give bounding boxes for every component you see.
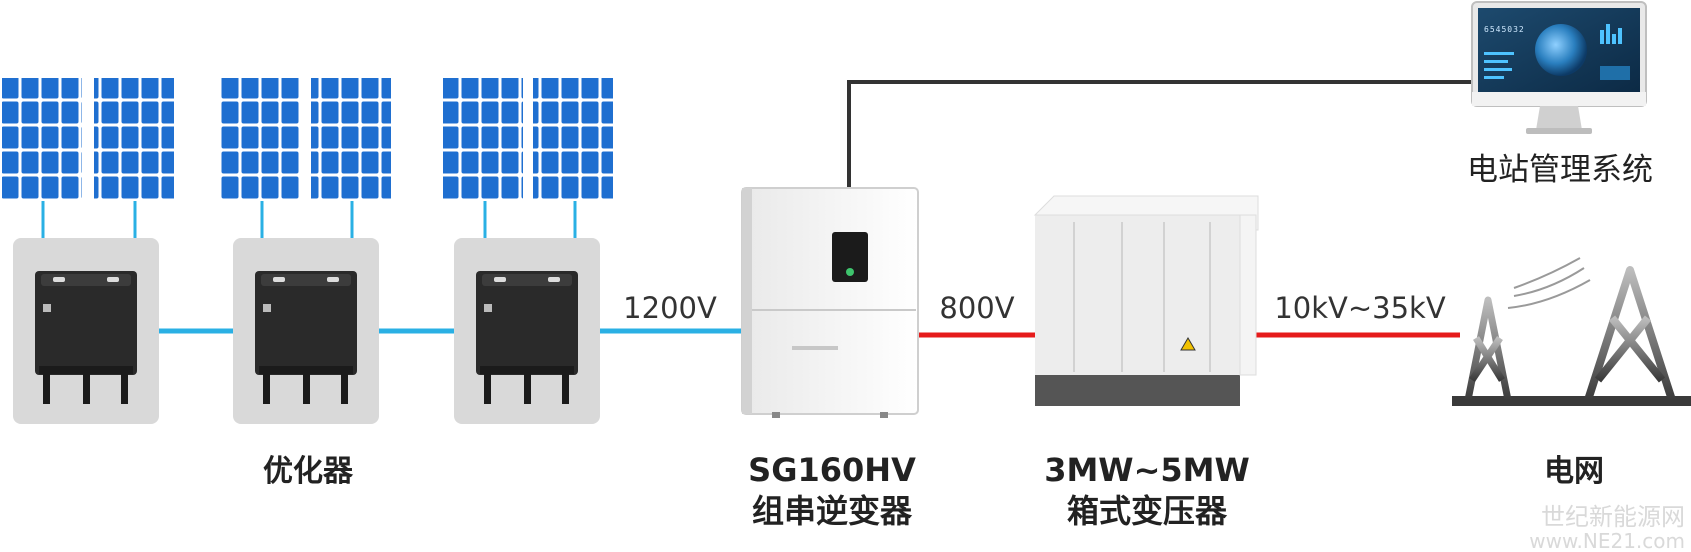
solar-panel [94,78,174,201]
grid-label: 电网 [1544,454,1604,489]
monitor-label: 电站管理系统 [1467,152,1653,188]
inverter-display [832,232,868,282]
grid-voltage-label: 10kV~35kV [1274,291,1446,325]
optimizer [233,238,379,424]
grid-towers [1452,226,1691,406]
optimizer [13,238,159,424]
optimizers [13,238,600,424]
inverter-output-voltage-label: 800V [939,291,1014,325]
solar-panel [220,78,300,201]
solar-panel [443,78,523,201]
optimizer [454,238,600,424]
monitor: 6545032 [1471,1,1647,134]
solar-panel [2,78,82,201]
tower-icon [1462,262,1514,401]
tower-icon [1578,226,1682,402]
monitor-screen-number: 6545032 [1484,25,1525,34]
inverter-model-label: SG160HV [748,451,916,489]
warning-icon [1180,337,1196,351]
box-transformer [1033,195,1259,406]
transformer-power-label: 3MW~5MW [1044,451,1250,489]
solar-panel [533,78,613,201]
watermark-url: www.NE21.com [1529,529,1685,552]
solar-panel [311,78,391,201]
optimizer-label: 优化器 [263,454,354,489]
inverter-name-label: 组串逆变器 [752,492,913,530]
globe-icon [1535,24,1587,76]
transformer-name-label: 箱式变压器 [1067,492,1228,530]
string-inverter [741,187,919,418]
dc-wires [41,200,742,334]
comm-wire [847,80,1472,195]
solar-panels [2,78,613,201]
dc-voltage-label: 1200V [623,291,717,325]
watermark-title: 世纪新能源网 [1541,503,1685,531]
